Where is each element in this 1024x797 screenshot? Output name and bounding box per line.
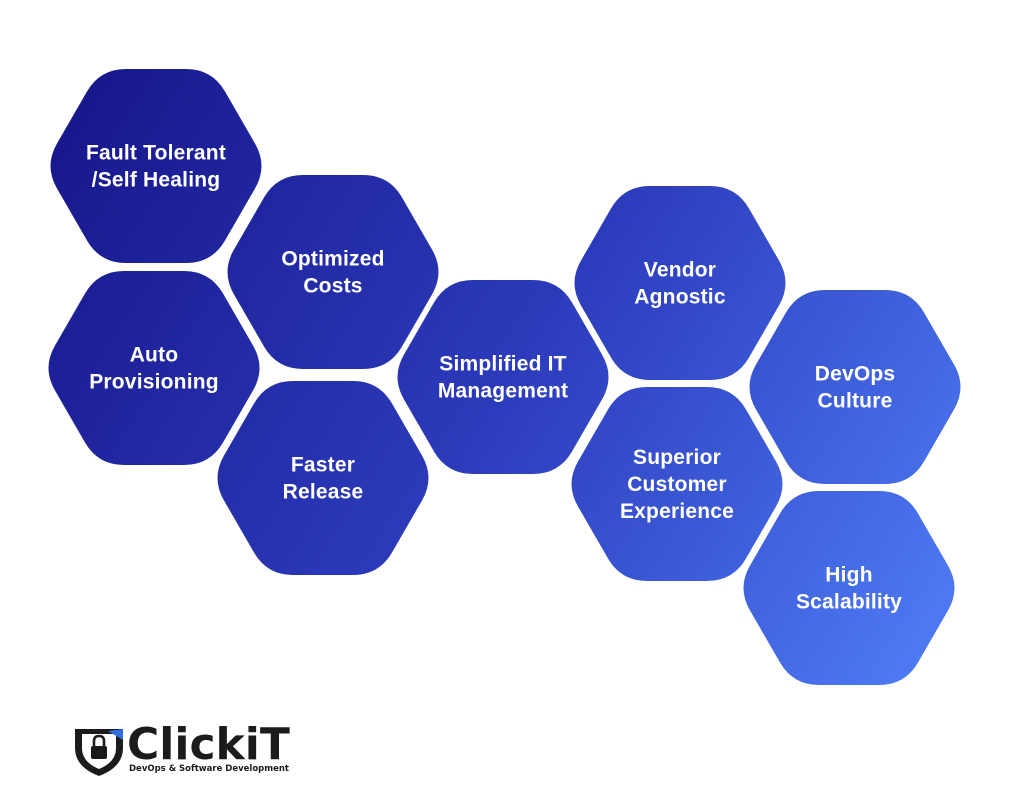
shield-lock-icon <box>75 729 123 776</box>
hexagon-label: Vendor <box>644 259 716 282</box>
hexagon-label: Culture <box>818 390 893 413</box>
hexagon-shape <box>574 186 786 380</box>
hexagon-group: Fault Tolerant/Self HealingAutoProvision… <box>48 69 961 685</box>
hexagon-shape <box>571 387 783 581</box>
hexagon-label: Fault Tolerant <box>86 142 226 165</box>
hexagon-label: Customer <box>627 473 727 496</box>
hexagon-label: Superior <box>633 446 721 469</box>
hexagon-label: Experience <box>620 500 734 523</box>
hexagon-label: Release <box>283 481 364 504</box>
brand-tagline: DevOps & Software Development <box>129 764 289 774</box>
hex-simplified-it-management: Simplified IT Management <box>397 280 609 474</box>
hexagon-shape <box>743 491 955 685</box>
brand-name: ClickiT <box>127 719 290 770</box>
hexagon-label: Agnostic <box>634 286 726 309</box>
hexagon-label: Scalability <box>796 591 902 614</box>
clickit-logo: ClickiT DevOps & Software Development <box>75 719 290 776</box>
hexagon-label: Costs <box>303 275 362 298</box>
hexagon-shape <box>48 271 260 465</box>
hexagon-label: DevOps <box>815 363 896 386</box>
hexagon-label: Faster <box>291 454 355 477</box>
hexagon-shape <box>749 290 961 484</box>
hexagon-shape <box>397 280 609 474</box>
hexagon-label: Management <box>438 380 568 403</box>
hexagon-label: Auto <box>130 344 179 367</box>
hexagon-shape <box>227 175 439 369</box>
hexagon-shape <box>50 69 262 263</box>
hexagon-shape <box>217 381 429 575</box>
hexagon-label: High <box>825 564 872 587</box>
hexagon-label: Optimized <box>281 248 384 271</box>
hexagon-label: Simplified IT <box>439 353 566 376</box>
hex-fault-tolerant: Fault Tolerant/Self Healing <box>50 69 262 263</box>
hexagon-label: Provisioning <box>89 371 219 394</box>
hexagon-label: /Self Healing <box>92 169 221 192</box>
